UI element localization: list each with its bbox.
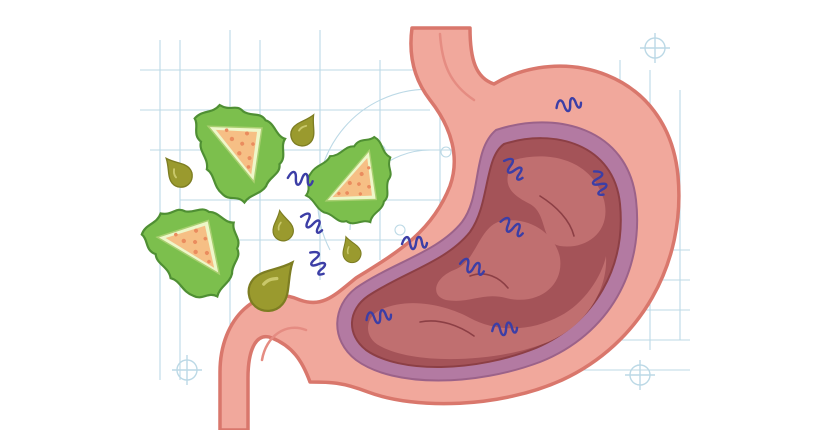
crosshair-icon [639, 32, 671, 64]
food-wedge-icon [186, 86, 302, 212]
bacteria-icon [296, 209, 327, 237]
crosshair-icon [171, 354, 203, 386]
food-wedge-icon [293, 129, 415, 245]
bacteria-icon [304, 247, 331, 278]
bile-drop-icon [268, 207, 296, 244]
bile-drop-icon [285, 108, 325, 152]
stomach-icon [218, 26, 681, 430]
bile-drop-icon [336, 232, 365, 266]
crosshair-icon [624, 359, 656, 391]
bile-drop-icon [156, 150, 198, 193]
